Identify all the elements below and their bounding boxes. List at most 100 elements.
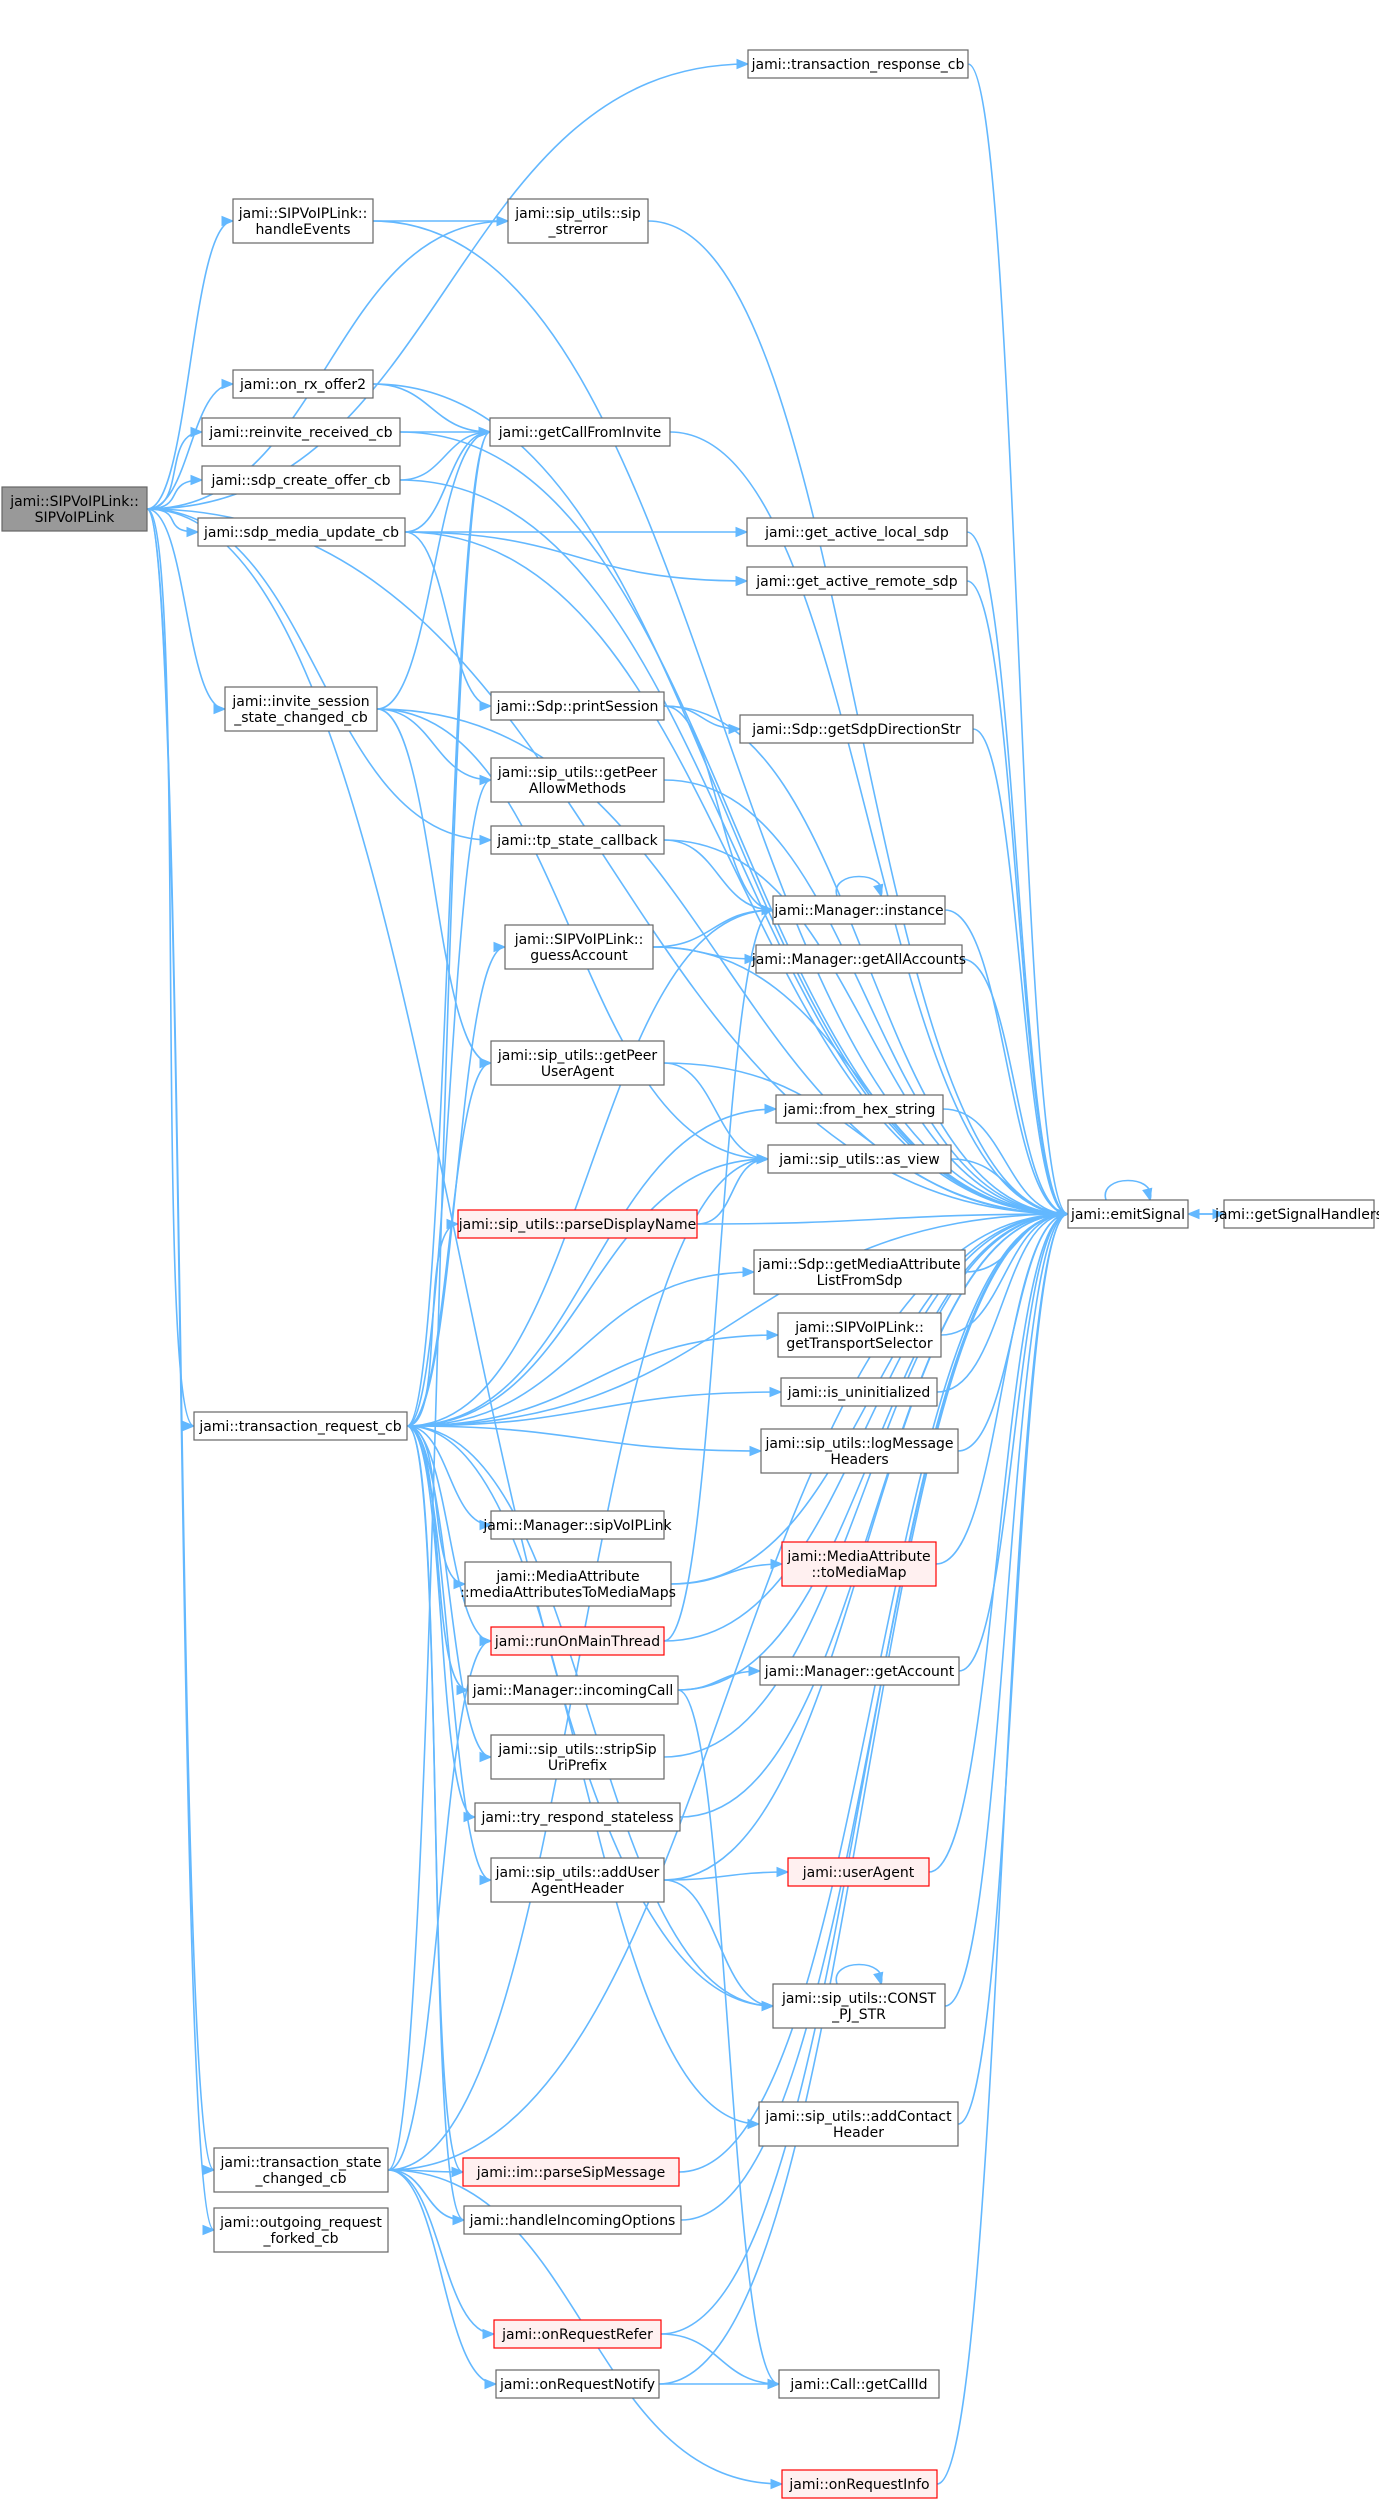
node-userAgent[interactable]: jami::userAgent (787, 1857, 930, 1887)
node-emitSignal[interactable]: jami::emitSignal (1067, 1199, 1189, 1229)
edge-transaction_state_changed_cb-to-runOnMainThread (387, 1635, 493, 2171)
node-from_hex_string[interactable]: jami::from_hex_string (775, 1094, 944, 1124)
node-mediaAttributesToMediaMaps[interactable]: jami::MediaAttribute::mediaAttributesToM… (460, 1561, 676, 1607)
node-box (462, 2157, 680, 2187)
edge-onRequestNotify-to-getCallId (658, 2378, 781, 2390)
node-on_rx_offer2[interactable]: jami::on_rx_offer2 (232, 369, 374, 399)
edge-line (406, 1271, 755, 1427)
node-incomingCall[interactable]: jami::Manager::incomingCall (467, 1675, 679, 1705)
node-box (780, 1377, 938, 1407)
edge-arrowhead (496, 215, 510, 227)
node-getSignalHandlers[interactable]: jami::getSignalHandlers (1214, 1199, 1379, 1229)
node-getCallFromInvite[interactable]: jami::getCallFromInvite (489, 417, 671, 447)
edge-emitSignal-to-emitSignal (1104, 1179, 1153, 1202)
edge-line (372, 383, 491, 433)
node-getAllAccounts[interactable]: jami::Manager::getAllAccounts (751, 944, 966, 974)
edge-arrowhead (182, 1420, 196, 1432)
edge-line (663, 1871, 789, 1881)
node-handleIncomingOptions[interactable]: jami::handleIncomingOptions (463, 2205, 682, 2235)
node-label: jami::userAgent (802, 1865, 915, 1881)
node-outgoing_request_forked_cb[interactable]: jami::outgoing_request_forked_cb (213, 2207, 389, 2253)
node-onRequestNotify[interactable]: jami::onRequestNotify (495, 2369, 660, 2399)
edge-transaction_state_changed_cb-to-onRequestRefer (387, 2169, 496, 2340)
node-box (457, 1209, 698, 1239)
edge-line (663, 909, 774, 1642)
edge-sdp_media_update_cb-to-printSession (404, 531, 493, 712)
edge-transaction_request_cb-to-stripSipUriPrefix (406, 1425, 493, 1763)
node-onRequestInfo[interactable]: jami::onRequestInfo (781, 2469, 938, 2499)
node-getSdpDirectionStr[interactable]: jami::Sdp::getSdpDirectionStr (739, 714, 974, 744)
edge-line (663, 1213, 1069, 1642)
edge-line (146, 220, 234, 510)
node-parseSipMessage[interactable]: jami::im::parseSipMessage (462, 2157, 680, 2187)
node-box (787, 1857, 930, 1887)
edge-arrowhead (873, 1971, 884, 1986)
edge-line (376, 708, 492, 1064)
edge-arrowhead (728, 723, 742, 735)
edge-arrowhead (446, 1218, 460, 1230)
node-is_uninitialized[interactable]: jami::is_uninitialized (780, 1377, 938, 1407)
edge-line (406, 1334, 779, 1427)
edge-line (663, 1062, 769, 1160)
node-handleEvents[interactable]: jami::SIPVoIPLink::handleEvents (232, 198, 374, 244)
node-label: _strerror (547, 222, 607, 238)
edge-line (387, 2169, 495, 2335)
edge-line (406, 1425, 465, 2221)
node-getTransportSelector[interactable]: jami::SIPVoIPLink::getTransportSelector (777, 1312, 942, 1358)
node-onRequestRefer[interactable]: jami::onRequestRefer (493, 2319, 662, 2349)
node-label: _forked_cb (263, 2231, 339, 2247)
node-parseDisplayName[interactable]: jami::sip_utils::parseDisplayName (457, 1209, 698, 1239)
node-box (201, 465, 401, 495)
node-printSession[interactable]: jami::Sdp::printSession (490, 691, 665, 721)
node-label: jami::getSignalHandlers (1214, 1207, 1379, 1223)
node-getCallId[interactable]: jami::Call::getCallId (778, 2369, 940, 2399)
node-sdp_create_offer_cb[interactable]: jami::sdp_create_offer_cb (201, 465, 401, 495)
edge-arrowhead (748, 1665, 762, 1677)
node-invite_session_state_changed_cb[interactable]: jami::invite_session_state_changed_cb (224, 686, 378, 732)
node-get_active_remote_sdp[interactable]: jami::get_active_remote_sdp (746, 566, 968, 596)
node-try_respond_stateless[interactable]: jami::try_respond_stateless (474, 1802, 681, 1832)
node-getAccount[interactable]: jami::Manager::getAccount (759, 1656, 960, 1686)
node-label: jami::sip_utils::logMessage (764, 1436, 953, 1452)
node-transaction_state_changed_cb[interactable]: jami::transaction_state_changed_cb (213, 2147, 389, 2193)
node-runOnMainThread[interactable]: jami::runOnMainThread (490, 1626, 665, 1656)
node-get_active_local_sdp[interactable]: jami::get_active_local_sdp (746, 517, 968, 547)
node-box (1, 486, 148, 532)
edge-arrowhead (479, 1874, 493, 1886)
edge-arrowhead (761, 2000, 775, 2012)
node-sip_strerror[interactable]: jami::sip_utils::sip_strerror (507, 198, 649, 244)
node-label: jami::transaction_response_cb (751, 57, 965, 73)
node-guessAccount[interactable]: jami::SIPVoIPLink::guessAccount (504, 924, 654, 970)
node-label: jami::Sdp::getSdpDirectionStr (751, 722, 961, 738)
node-CONST_PJ_STR[interactable]: jami::sip_utils::CONST_PJ_STR (772, 1983, 946, 2029)
node-box (778, 2369, 940, 2399)
edge-line (677, 1689, 780, 2385)
node-label: guessAccount (530, 948, 628, 964)
node-as_view[interactable]: jami::sip_utils::as_view (767, 1144, 952, 1174)
edge-arrowhead (735, 575, 749, 587)
edge-arrowhead (736, 58, 750, 70)
node-Manager_instance[interactable]: jami::Manager::instance (772, 895, 946, 925)
edge-line (967, 63, 1069, 1215)
edge-line (936, 1213, 1069, 1393)
node-root[interactable]: jami::SIPVoIPLink::SIPVoIPLink (1, 486, 148, 532)
edge-transaction_request_cb-to-incomingCall (406, 1425, 470, 1696)
edge-arrowhead (452, 2214, 466, 2226)
edge-line (387, 2169, 465, 2221)
node-transaction_response_cb[interactable]: jami::transaction_response_cb (747, 49, 969, 79)
node-tp_state_callback[interactable]: jami::tp_state_callback (490, 825, 665, 855)
node-sdp_media_update_cb[interactable]: jami::sdp_media_update_cb (197, 517, 406, 547)
node-box (772, 895, 946, 925)
node-toMediaMap[interactable]: jami::MediaAttribute::toMediaMap (781, 1541, 937, 1587)
node-sipVoIPLink[interactable]: jami::Manager::sipVoIPLink (482, 1510, 673, 1540)
node-transaction_request_cb[interactable]: jami::transaction_request_cb (193, 1411, 408, 1441)
edge-line (404, 531, 1069, 1215)
node-reinvite_received_cb[interactable]: jami::reinvite_received_cb (201, 417, 401, 447)
